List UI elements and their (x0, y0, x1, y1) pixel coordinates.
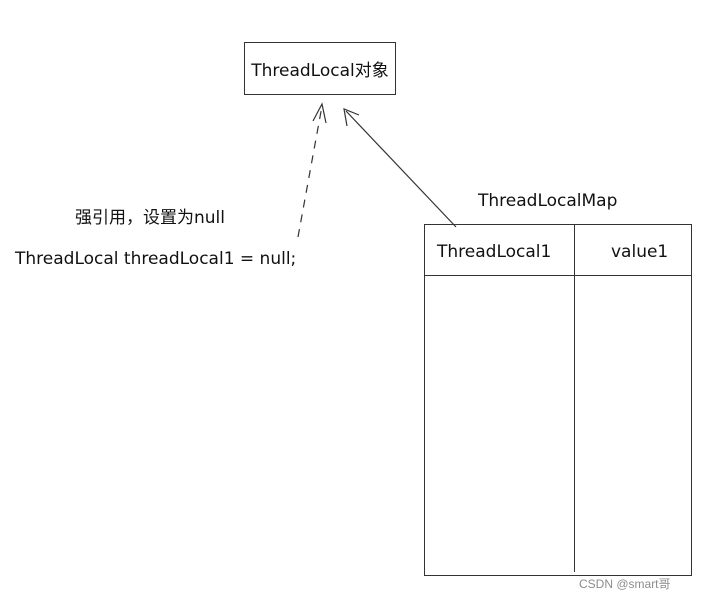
solid-arrow-shaft (345, 110, 457, 228)
threadlocal-object-label: ThreadLocal对象 (251, 61, 389, 81)
watermark: CSDN @smart哥 (579, 577, 671, 591)
table-header-value: value1 (611, 242, 669, 262)
code-snippet: ThreadLocal threadLocal1 = null; (15, 249, 297, 269)
solid-arrow-head (343, 108, 360, 127)
dashed-arrow-shaft (297, 105, 323, 238)
table-border (424, 224, 692, 576)
dashed-reference-arrow (297, 102, 327, 238)
table-header-key: ThreadLocal1 (437, 242, 552, 262)
strong-reference-note: 强引用，设置为null (75, 208, 225, 228)
threadlocalmap-table (424, 224, 692, 576)
dashed-arrow-head (312, 102, 327, 124)
threadlocalmap-title: ThreadLocalMap (478, 191, 618, 211)
solid-reference-arrow (343, 108, 457, 228)
threadlocal-object-box: ThreadLocal对象 (244, 42, 396, 95)
